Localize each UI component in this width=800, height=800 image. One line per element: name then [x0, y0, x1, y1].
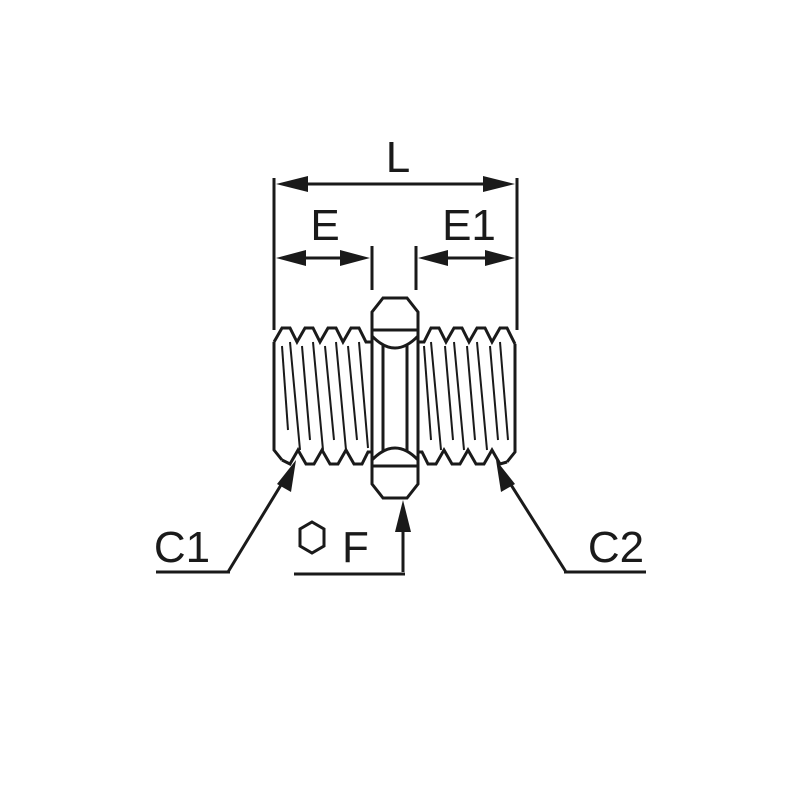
leader-F: F — [294, 500, 411, 576]
label-C1: C1 — [154, 523, 210, 572]
leader-C2: C2 — [496, 460, 646, 574]
label-F: F — [342, 523, 369, 572]
dimension-E: E — [276, 201, 374, 290]
thread-right-flanks — [423, 341, 509, 451]
hex-face-curve-bottom — [370, 446, 420, 462]
thread-left-flanks — [281, 341, 369, 451]
label-E1: E1 — [442, 201, 496, 250]
arrowhead-E-left — [276, 250, 306, 266]
thread-left-crests-top — [272, 326, 372, 346]
leader-line-C1 — [226, 479, 286, 573]
label-L: L — [386, 133, 410, 182]
hex-nut — [370, 296, 420, 500]
dimension-L: L — [272, 133, 519, 330]
thread-left-crests-bottom — [281, 446, 372, 466]
thread-right — [418, 326, 517, 466]
hexagon-icon — [298, 520, 326, 555]
thread-right-crests-bottom — [418, 446, 508, 466]
label-E: E — [310, 201, 339, 250]
arrowhead-E1-left — [418, 250, 448, 266]
thread-left-end — [272, 342, 284, 461]
hex-outline — [370, 296, 420, 500]
thread-right-end — [505, 344, 517, 463]
dimension-E1: E1 — [414, 201, 515, 290]
arrowhead-C1 — [277, 460, 296, 492]
arrowhead-E-right — [340, 250, 370, 266]
arrowhead-L-right — [483, 176, 515, 192]
leader-C1: C1 — [154, 460, 296, 574]
arrowhead-F — [395, 500, 411, 532]
leader-line-C2 — [506, 479, 568, 573]
arrowhead-E1-right — [485, 250, 515, 266]
thread-left — [272, 326, 372, 466]
arrowhead-L-left — [276, 176, 308, 192]
label-C2: C2 — [588, 523, 644, 572]
arrowhead-C2 — [496, 460, 515, 492]
thread-right-crests-top — [418, 326, 517, 346]
hex-face-curve-top — [370, 334, 420, 350]
